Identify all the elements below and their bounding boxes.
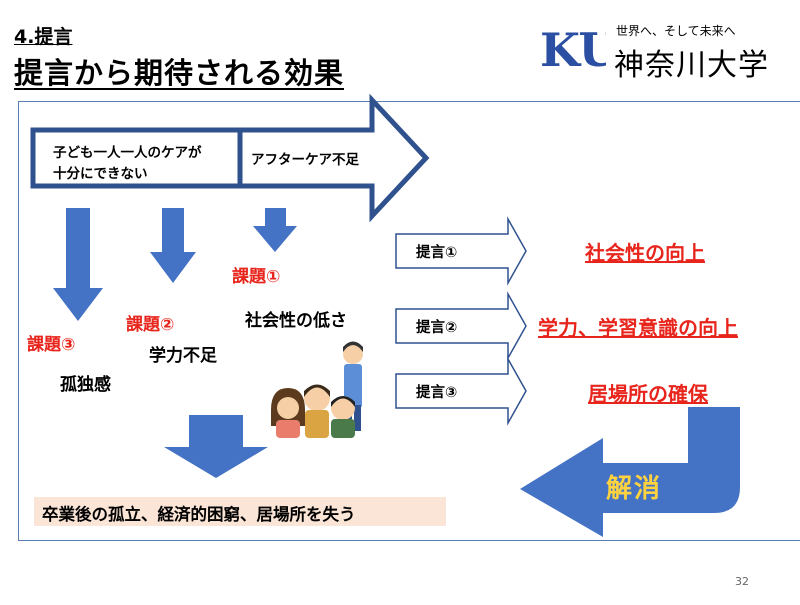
issue3-label: 課題③: [27, 335, 76, 355]
effect2-text: 学力、学習意識の向上: [538, 316, 738, 340]
flow-stage1-line2: 十分にできない: [53, 166, 148, 182]
issue1-label: 課題①: [232, 267, 281, 287]
down-arrow-issue2: [150, 208, 196, 283]
university-logo-icon: KU: [540, 23, 606, 76]
issue2-label: 課題②: [126, 315, 175, 335]
effect3-text: 居場所の確保: [588, 382, 708, 406]
issue1-text: 社会性の低さ: [245, 311, 347, 331]
resolve-arrow: [520, 407, 740, 537]
content-frame: [18, 101, 800, 541]
logo-tagline: 世界へ、そして未来へ: [616, 24, 736, 38]
flow-arrow: [30, 93, 430, 223]
result-text: 卒業後の孤立、経済的困窮、居場所を失う: [42, 505, 356, 524]
children-illustration-icon: [271, 341, 363, 438]
down-arrow-issue3: [53, 208, 103, 321]
proposal-arrow-1: [395, 216, 527, 286]
slide-title: 提言から期待される効果: [14, 56, 345, 90]
resolve-label: 解消: [606, 474, 663, 504]
effect1-text: 社会性の向上: [585, 241, 705, 265]
section-label: 4.提言: [14, 26, 73, 48]
flow-stage2-text: アフターケア不足: [251, 152, 359, 168]
result-box: [34, 497, 446, 526]
logo-mark-text: KU: [540, 23, 606, 76]
flow-stage1-line1: 子ども一人一人のケアが: [53, 145, 202, 161]
down-arrow-issue1: [253, 208, 297, 252]
down-arrow-result: [164, 415, 268, 478]
proposal-arrow-2: [395, 291, 527, 361]
proposal2-label: 提言②: [416, 320, 458, 336]
issue3-text: 孤独感: [60, 375, 111, 395]
proposal1-label: 提言①: [416, 245, 458, 261]
proposal-arrow-3: [395, 356, 527, 426]
issue2-text: 学力不足: [149, 346, 217, 366]
page-number: 32: [735, 575, 749, 588]
proposal3-label: 提言③: [416, 385, 458, 401]
logo-name: 神奈川大学: [614, 48, 769, 83]
flow-stage1-text: 子ども一人一人のケアが 十分にできない: [53, 143, 202, 185]
